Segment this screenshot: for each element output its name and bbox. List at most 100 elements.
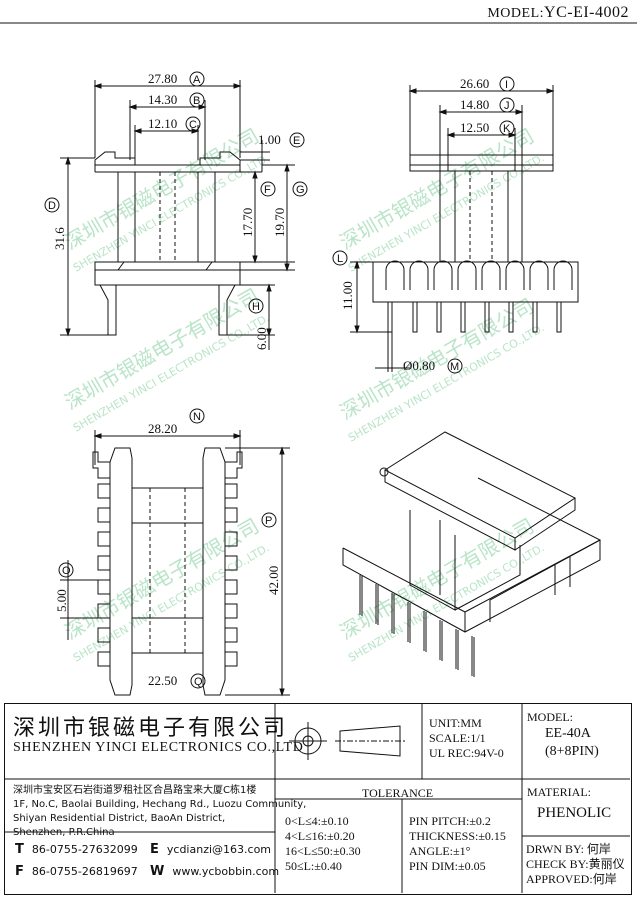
address-line: 1F, No.C, Baolai Building, Hechang Rd., … [13,799,307,810]
title-block: 深圳市银磁电子有限公司 SHENZHEN YINCI ELECTRONICS C… [4,703,632,895]
check-by-row: CHECK BY:黄丽仪 [526,857,625,872]
approved-value: 何岸 [592,872,617,886]
company-name-cn: 深圳市银磁电子有限公司 [13,716,289,741]
dim-F-value: 17.70 [240,208,255,237]
tolerance-title: TOLERANCE [362,786,434,800]
bottom-view [60,430,290,697]
dim-N-value: 28.20 [148,421,177,436]
dim-E-value: 1.00 [258,132,281,147]
dim-H-letter: H [252,301,260,313]
model-header-label: MODEL: [487,6,545,21]
approved-row: APPROVED:何岸 [526,872,625,887]
model-pins: (8+8PIN) [545,744,599,759]
dim-D-value: 31.6 [52,227,67,250]
dim-L-letter: L [337,253,343,265]
dim-F-letter: F [264,184,271,196]
dim-C-letter: C [189,119,197,131]
technical-drawing: 深圳市银磁电子有限公司 SHENZHEN YINCI ELECTRONICS C… [44,71,602,697]
dim-B-value: 14.30 [148,92,177,107]
dim-K-value: 12.50 [460,120,489,135]
dim-P-value: 42.00 [266,566,281,595]
signoff-block: DRWN BY: 何岸 CHECK BY:黄丽仪 APPROVED:何岸 [526,842,625,887]
address-line: Shiyan Residential District, BaoAn Distr… [13,813,226,824]
dim-J-value: 14.80 [460,97,489,112]
tolerance-left: 0<L≤4:±0.10 4<L≤16:±0.20 16<L≤50:±0.30 5… [285,814,361,874]
tolerance-item: 50≤L:±0.40 [285,859,342,873]
dim-J-letter: J [504,100,510,112]
fax-label: F [15,864,24,879]
dim-O-value: 5.00 [54,589,69,612]
ul-rec-text: UL REC:94V-0 [429,746,504,760]
tolerance-item: THICKNESS:±0.15 [409,829,506,843]
web-label: W [150,864,165,879]
check-by-value: 黄丽仪 [588,857,625,871]
address-line: Shenzhen, P.R.China [13,827,115,838]
dim-H-value: 6.00 [254,327,269,350]
tolerance-item: PIN PITCH:±0.2 [409,814,491,828]
model-header-value: YC-EI-4002 [544,4,629,21]
header-rule [0,22,637,24]
email-label: E [150,842,159,857]
dim-K-letter: K [503,123,511,135]
dim-A-value: 27.80 [148,71,177,86]
watermark-cn-1: 深圳市银磁电子有限公司 [61,124,264,255]
tel-label: T [15,842,24,857]
watermark-group: 深圳市银磁电子有限公司 SHENZHEN YINCI ELECTRONICS C… [61,124,547,665]
dim-Q-letter: Q [194,676,203,688]
dim-O-letter: O [62,565,71,577]
dim-A-letter: A [193,74,201,86]
projection-symbol [289,722,405,760]
model-label: MODEL: [527,710,573,724]
dim-Q-value: 22.50 [148,673,177,688]
fax-row: F 86-0755-26819697 [15,864,138,879]
spec-block: UNIT:MM SCALE:1/1 UL REC:94V-0 [429,716,504,761]
drawn-by-row: DRWN BY: 何岸 [526,842,625,857]
isometric-view [342,431,602,677]
tolerance-right: PIN PITCH:±0.2 THICKNESS:±0.15 ANGLE:±1°… [409,814,506,874]
material-value: PHENOLIC [537,805,612,821]
title-block-grid [5,704,630,893]
dim-C-value: 12.10 [148,116,177,131]
dim-N-letter: N [193,411,201,423]
dim-B-letter: B [193,95,200,107]
watermark-cn-3: 深圳市银磁电子有限公司 [61,284,264,415]
unit-text: UNIT:MM [429,716,482,730]
dim-G-value: 19.70 [272,208,287,237]
model-value: EE-40A [545,726,591,741]
iso-pins [359,575,475,677]
left-teeth [97,483,110,667]
drawn-by-value: 何岸 [586,842,611,856]
dim-M-value: Ø0.80 [403,358,435,373]
approved-label: APPROVED: [526,872,593,886]
email-value: ycdianzi@163.com [166,843,272,856]
model-header: MODEL:YC-EI-4002 [487,4,629,22]
dimension-labels: 27.80 A 14.30 B 12.10 C 31.6 D 1.00 E F … [44,71,515,689]
watermark-cn-6: 深圳市银磁电子有限公司 [336,514,539,645]
dim-P-letter: P [265,515,272,527]
company-address: 深圳市宝安区石岩街道罗租社区合昌路宝来大厦C栋1楼 1F, No.C, Baol… [13,784,306,840]
scale-text: SCALE:1/1 [429,731,486,745]
dim-G-letter: G [296,184,305,196]
tel-row: T 86-0755-27632099 [15,842,138,857]
right-teeth [225,451,243,667]
material-label: MATERIAL: [527,785,591,799]
check-by-label: CHECK BY: [526,857,589,871]
tolerance-item: ANGLE:±1° [409,844,471,858]
dim-M-letter: M [450,361,459,373]
tel-value: 86-0755-27632099 [31,843,138,856]
dim-D-letter: D [48,200,56,212]
company-name-en: SHENZHEN YINCI ELECTRONICS CO.,LTD [13,740,304,755]
fax-value: 86-0755-26819697 [31,865,138,878]
tolerance-item: 4<L≤16:±0.20 [285,829,355,843]
web-value: www.ycbobbin.com [172,865,280,878]
dim-E-letter: E [293,135,300,147]
dim-I-value: 26.60 [460,76,489,91]
watermark-cn-5: 深圳市银磁电子有限公司 [61,514,264,645]
dim-L-value: 11.00 [340,281,355,310]
dim-I-letter: I [505,79,508,91]
address-line: 深圳市宝安区石岩街道罗租社区合昌路宝来大厦C栋1楼 [13,785,257,796]
tolerance-item: 16<L≤50:±0.30 [285,844,361,858]
drawn-by-label: DRWN BY: [526,842,584,856]
